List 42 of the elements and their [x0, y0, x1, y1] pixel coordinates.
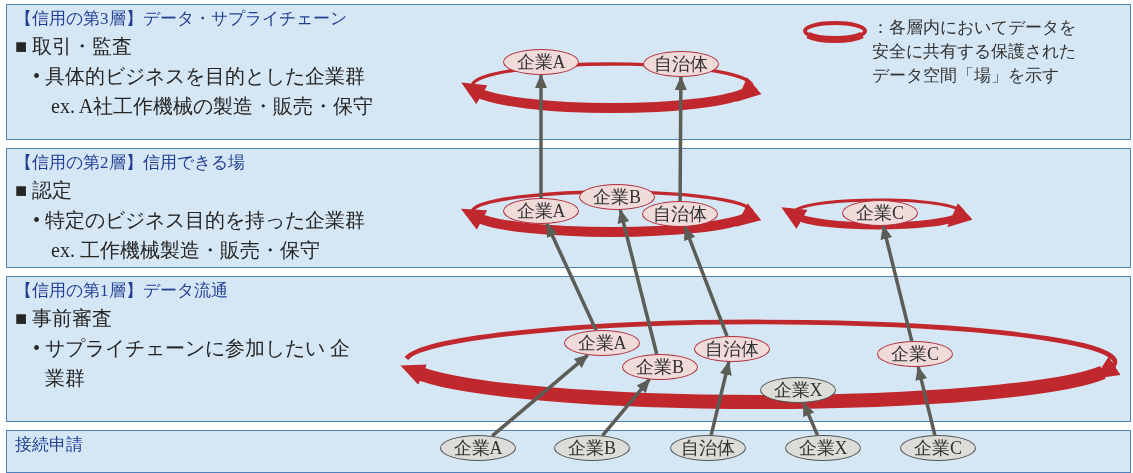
layer-heading: 【信用の第2層】信用できる場 — [15, 152, 245, 174]
entity-ellipse: 企業X — [760, 377, 836, 403]
layer-text: • 特定のビジネス目的を持った企業群 — [32, 208, 365, 233]
layer-text: ex. 工作機械製造・販売・保守 — [50, 238, 320, 263]
entity-ellipse: 自治体 — [642, 201, 718, 227]
layer-band — [6, 430, 1131, 473]
arrow — [709, 361, 732, 436]
entity-ellipse: 企業B — [622, 354, 698, 380]
layer-heading: 【信用の第3層】データ・サプライチェーン — [15, 8, 347, 30]
entity-ellipse: 企業A — [503, 198, 579, 224]
entity-ellipse: 企業B — [579, 184, 655, 210]
entity-ellipse: 企業A — [440, 435, 516, 461]
entity-ellipse: 企業C — [900, 435, 976, 461]
entity-ellipse: 企業X — [785, 435, 861, 461]
layer-text: ■ 取引・監査 — [15, 34, 133, 59]
entity-ellipse: 自治体 — [694, 336, 770, 362]
layer-band — [6, 148, 1131, 268]
arrow — [674, 76, 687, 201]
arrow — [617, 209, 659, 355]
layer-band — [6, 4, 1131, 140]
layer-heading: 【信用の第1層】データ流通 — [15, 280, 228, 302]
layer-text: ■ 認定 — [15, 178, 73, 203]
entity-ellipse: 企業A — [564, 330, 640, 356]
arrow — [880, 225, 914, 342]
arrow — [801, 401, 820, 436]
layer-heading: 接続申請 — [15, 434, 83, 456]
layer-text: • 具体的ビジネスを目的とした企業群 — [32, 64, 365, 89]
layer-band — [6, 276, 1131, 422]
arrow — [601, 378, 651, 437]
layer-text: ■ 事前審査 — [15, 306, 113, 331]
arrow — [683, 225, 729, 337]
entity-ellipse: 企業C — [877, 341, 953, 367]
arrow — [545, 222, 598, 331]
entity-ellipse: 自治体 — [670, 435, 746, 461]
layer-text: ex. A社工作機械の製造・販売・保守 — [50, 94, 374, 119]
arrow — [915, 366, 937, 436]
layer-text: • サプライチェーンに参加したい 企業群 — [32, 336, 351, 391]
entity-ellipse: 自治体 — [643, 51, 719, 77]
entity-ellipse: 企業B — [554, 435, 630, 461]
arrow — [535, 74, 547, 198]
legend-text: ：各層内においてデータを安全に共有する保護されたデータ空間「場」を示す — [872, 17, 1077, 87]
entity-ellipse: 企業A — [503, 49, 579, 75]
